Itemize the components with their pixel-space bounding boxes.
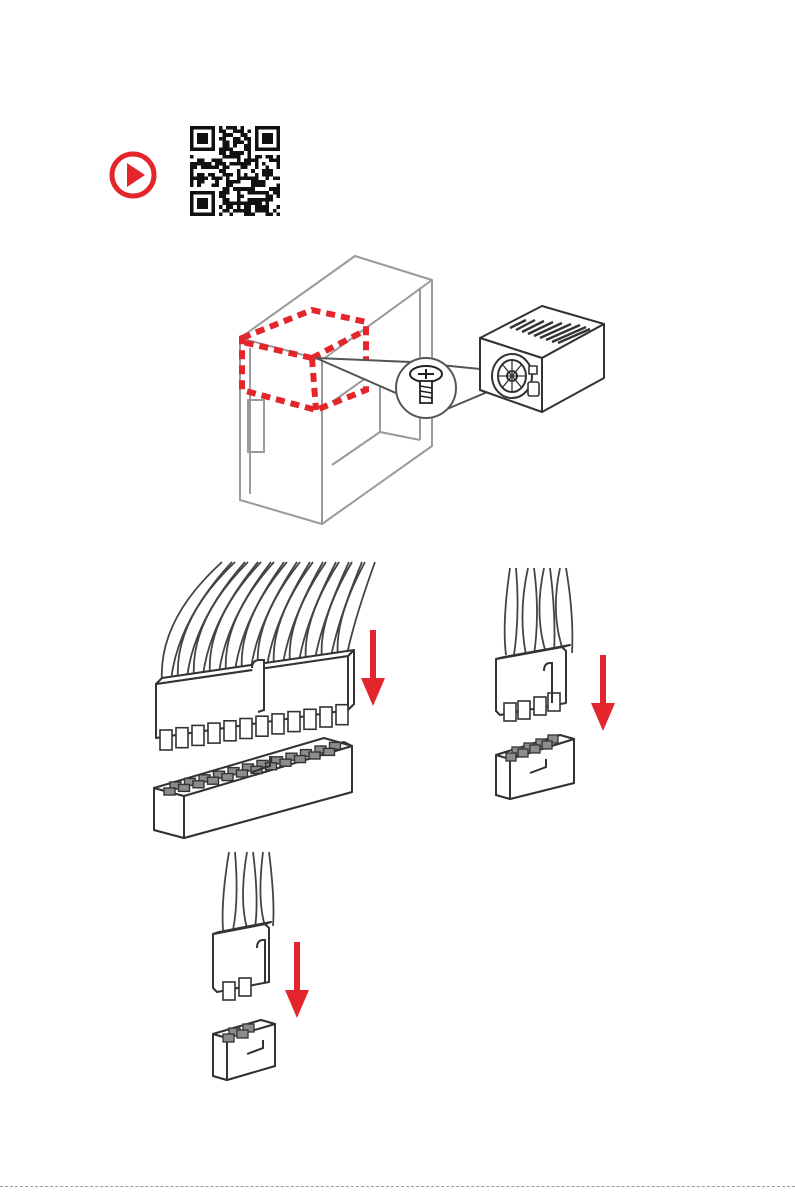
bottom-rule xyxy=(0,1186,795,1187)
cpu-8pin-connector xyxy=(490,563,590,801)
qr-code-icon[interactable] xyxy=(190,126,280,216)
arrow-down-icon xyxy=(358,630,388,710)
play-icon[interactable] xyxy=(108,150,158,200)
power-supply xyxy=(480,306,604,412)
case-psu-illustration xyxy=(230,250,610,530)
arrow-down-icon xyxy=(588,655,618,735)
screw-icon xyxy=(396,358,456,418)
arrow-down-icon xyxy=(282,942,312,1022)
